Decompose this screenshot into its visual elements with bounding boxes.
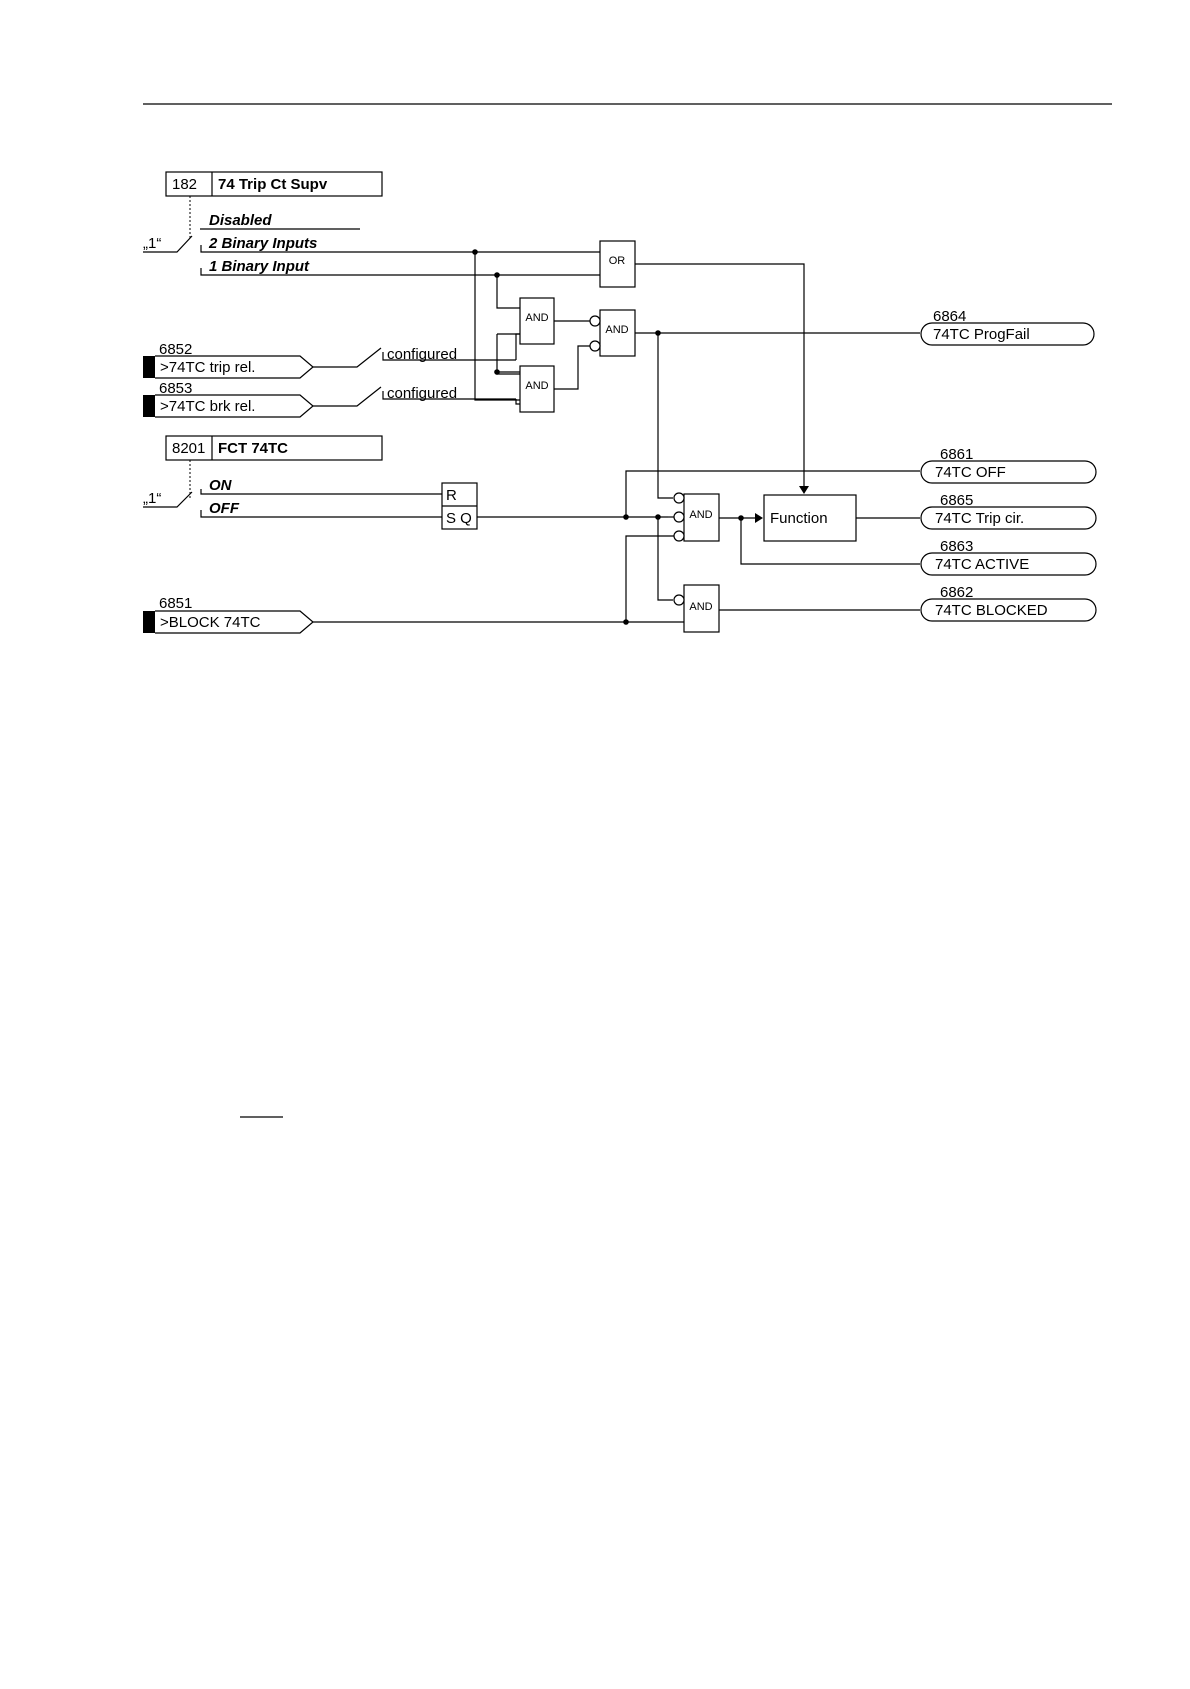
svg-text:configured: configured bbox=[387, 346, 457, 363]
svg-text:74TC ProgFail: 74TC ProgFail bbox=[933, 326, 1030, 343]
wiring-mode-to-and bbox=[472, 249, 520, 404]
negation-main-3 bbox=[674, 531, 684, 541]
wire-progfail-to-and bbox=[658, 333, 673, 498]
svg-text:6851: 6851 bbox=[159, 595, 192, 612]
svg-text:AND: AND bbox=[525, 312, 548, 324]
rs-flipflop: R S Q bbox=[442, 483, 477, 529]
svg-text:R: R bbox=[446, 487, 457, 504]
svg-text:S Q: S Q bbox=[446, 510, 472, 527]
or-gate-label: OR bbox=[609, 255, 626, 267]
wire-block-main bbox=[626, 536, 674, 622]
negation-main-2 bbox=[674, 512, 684, 522]
svg-text:Function: Function bbox=[770, 510, 828, 527]
input-block: 6851 >BLOCK 74TC bbox=[143, 595, 313, 633]
output-off: 6861 74TC OFF bbox=[921, 446, 1096, 483]
switch-brk-rel: configured bbox=[313, 385, 516, 406]
negation-progfail-2 bbox=[590, 341, 600, 351]
svg-text:>74TC brk rel.: >74TC brk rel. bbox=[160, 398, 255, 415]
mode-two-inputs: 2 Binary Inputs bbox=[208, 235, 317, 252]
svg-text:>74TC trip rel.: >74TC trip rel. bbox=[160, 359, 255, 376]
setting-182-title: 74 Trip Ct Supv bbox=[218, 176, 328, 193]
svg-text:AND: AND bbox=[525, 380, 548, 392]
svg-text:AND: AND bbox=[605, 324, 628, 336]
setting-8201-number: 8201 bbox=[172, 440, 205, 457]
output-progfail: 6864 74TC ProgFail bbox=[921, 308, 1094, 345]
svg-text:74TC Trip cir.: 74TC Trip cir. bbox=[935, 510, 1024, 527]
wire-q-blocked bbox=[658, 517, 673, 600]
setting-182-number: 182 bbox=[172, 176, 197, 193]
mode-off: OFF bbox=[209, 500, 240, 517]
setting-182-box: 182 74 Trip Ct Supv bbox=[166, 172, 382, 196]
svg-text:74TC BLOCKED: 74TC BLOCKED bbox=[935, 602, 1048, 619]
mode-on: ON bbox=[209, 477, 233, 494]
svg-text:AND: AND bbox=[689, 509, 712, 521]
output-trip-cir: 6865 74TC Trip cir. bbox=[921, 492, 1096, 529]
wire-and-lower-out bbox=[554, 346, 590, 389]
wire-or-function bbox=[635, 264, 804, 486]
selector-8201: „1“ bbox=[143, 489, 442, 517]
svg-text:configured: configured bbox=[387, 385, 457, 402]
svg-text:74TC ACTIVE: 74TC ACTIVE bbox=[935, 556, 1029, 573]
negation-blocked bbox=[674, 595, 684, 605]
negation-main-1 bbox=[674, 493, 684, 503]
output-blocked: 6862 74TC BLOCKED bbox=[921, 584, 1096, 621]
setting-8201-title: FCT 74TC bbox=[218, 440, 288, 457]
mode-one-input: 1 Binary Input bbox=[209, 258, 310, 275]
mode-disabled: Disabled bbox=[209, 212, 272, 229]
arrow-main-function bbox=[755, 513, 763, 523]
svg-text:AND: AND bbox=[689, 601, 712, 613]
arrow-or-function bbox=[799, 486, 809, 494]
input-brk-rel: 6853 >74TC brk rel. bbox=[143, 380, 313, 417]
output-active: 6863 74TC ACTIVE bbox=[921, 538, 1096, 575]
svg-text:>BLOCK 74TC: >BLOCK 74TC bbox=[160, 614, 261, 631]
input-trip-rel: 6852 >74TC trip rel. bbox=[143, 341, 313, 378]
svg-text:„1“: „1“ bbox=[143, 235, 161, 252]
setting-8201-box: 8201 FCT 74TC bbox=[166, 436, 382, 460]
switch-trip-rel: configured bbox=[313, 346, 516, 367]
negation-progfail-1 bbox=[590, 316, 600, 326]
svg-text:„1“: „1“ bbox=[143, 490, 161, 507]
svg-text:74TC OFF: 74TC OFF bbox=[935, 464, 1006, 481]
